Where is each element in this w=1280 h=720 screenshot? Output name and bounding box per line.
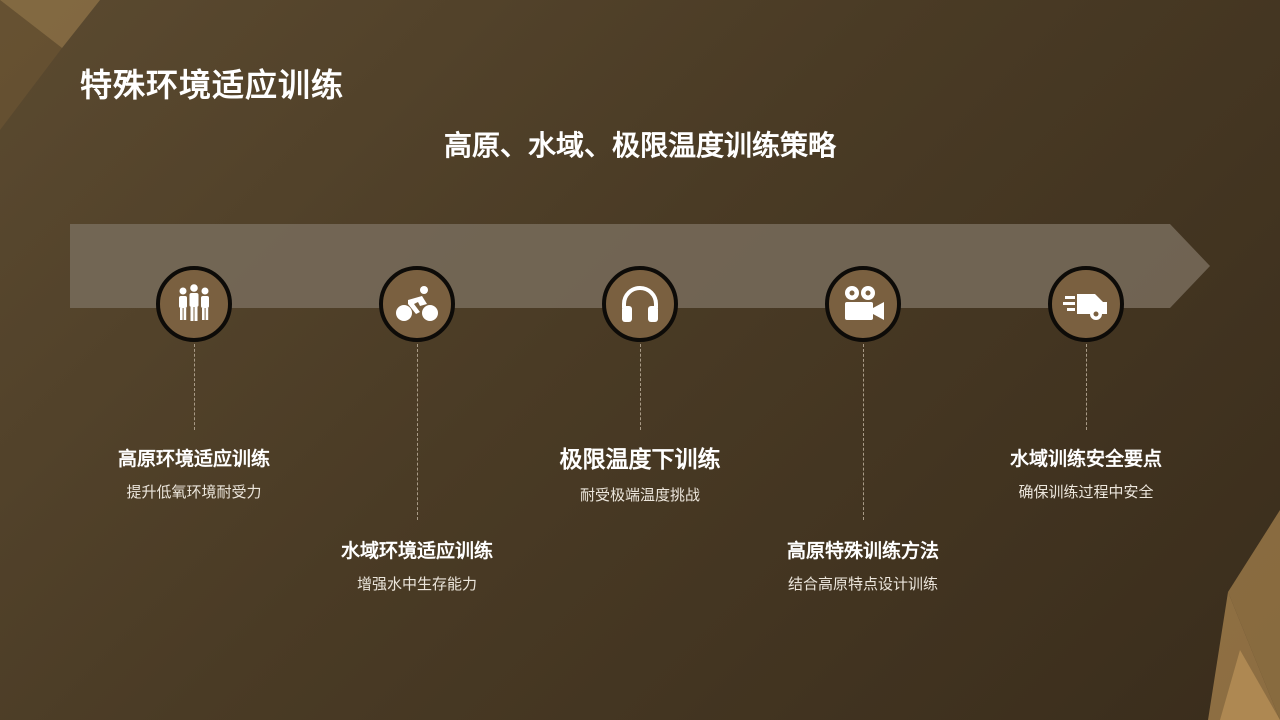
video-camera-icon	[845, 286, 884, 320]
step-5-connector	[1086, 344, 1087, 430]
step-1-title: 高原环境适应训练	[117, 448, 270, 470]
step-1-icon-circle	[156, 266, 232, 342]
page-subtitle: 高原、水域、极限温度训练策略	[443, 129, 836, 162]
step-5-desc: 确保训练过程中安全	[1018, 483, 1154, 501]
step-4-icon-circle	[825, 266, 901, 342]
step-5-title: 水域训练安全要点	[1009, 448, 1162, 470]
corner-decoration-bottom-right	[1208, 510, 1280, 720]
step-1: 高原环境适应训练 提升低氧环境耐受力	[64, 444, 324, 502]
step-1-desc: 提升低氧环境耐受力	[126, 483, 262, 501]
step-1-connector	[194, 344, 195, 430]
step-2-title: 水域环境适应训练	[340, 540, 493, 562]
step-2-icon-circle	[379, 266, 455, 342]
step-4-title: 高原特殊训练方法	[786, 540, 939, 562]
step-4-desc: 结合高原特点设计训练	[787, 575, 938, 593]
step-3-icon-circle	[602, 266, 678, 342]
step-3-title: 极限温度下训练	[559, 447, 721, 473]
corner-decoration-top-left	[0, 0, 100, 130]
step-3-connector	[640, 344, 641, 430]
page-title: 特殊环境适应训练	[80, 66, 345, 104]
step-2: 水域环境适应训练 增强水中生存能力	[287, 536, 547, 594]
step-4: 高原特殊训练方法 结合高原特点设计训练	[733, 536, 993, 594]
people-group-icon	[179, 284, 209, 321]
step-5-icon-circle	[1048, 266, 1124, 342]
step-4-connector	[863, 344, 864, 520]
step-2-desc: 增强水中生存能力	[356, 575, 477, 593]
step-3: 极限温度下训练 耐受极端温度挑战	[510, 440, 770, 505]
cyclist-icon	[396, 286, 438, 321]
step-2-connector	[417, 344, 418, 520]
fast-truck-icon	[1063, 294, 1107, 320]
headphones-icon	[622, 286, 658, 322]
step-5: 水域训练安全要点 确保训练过程中安全	[956, 444, 1216, 502]
step-3-desc: 耐受极端温度挑战	[579, 486, 700, 504]
